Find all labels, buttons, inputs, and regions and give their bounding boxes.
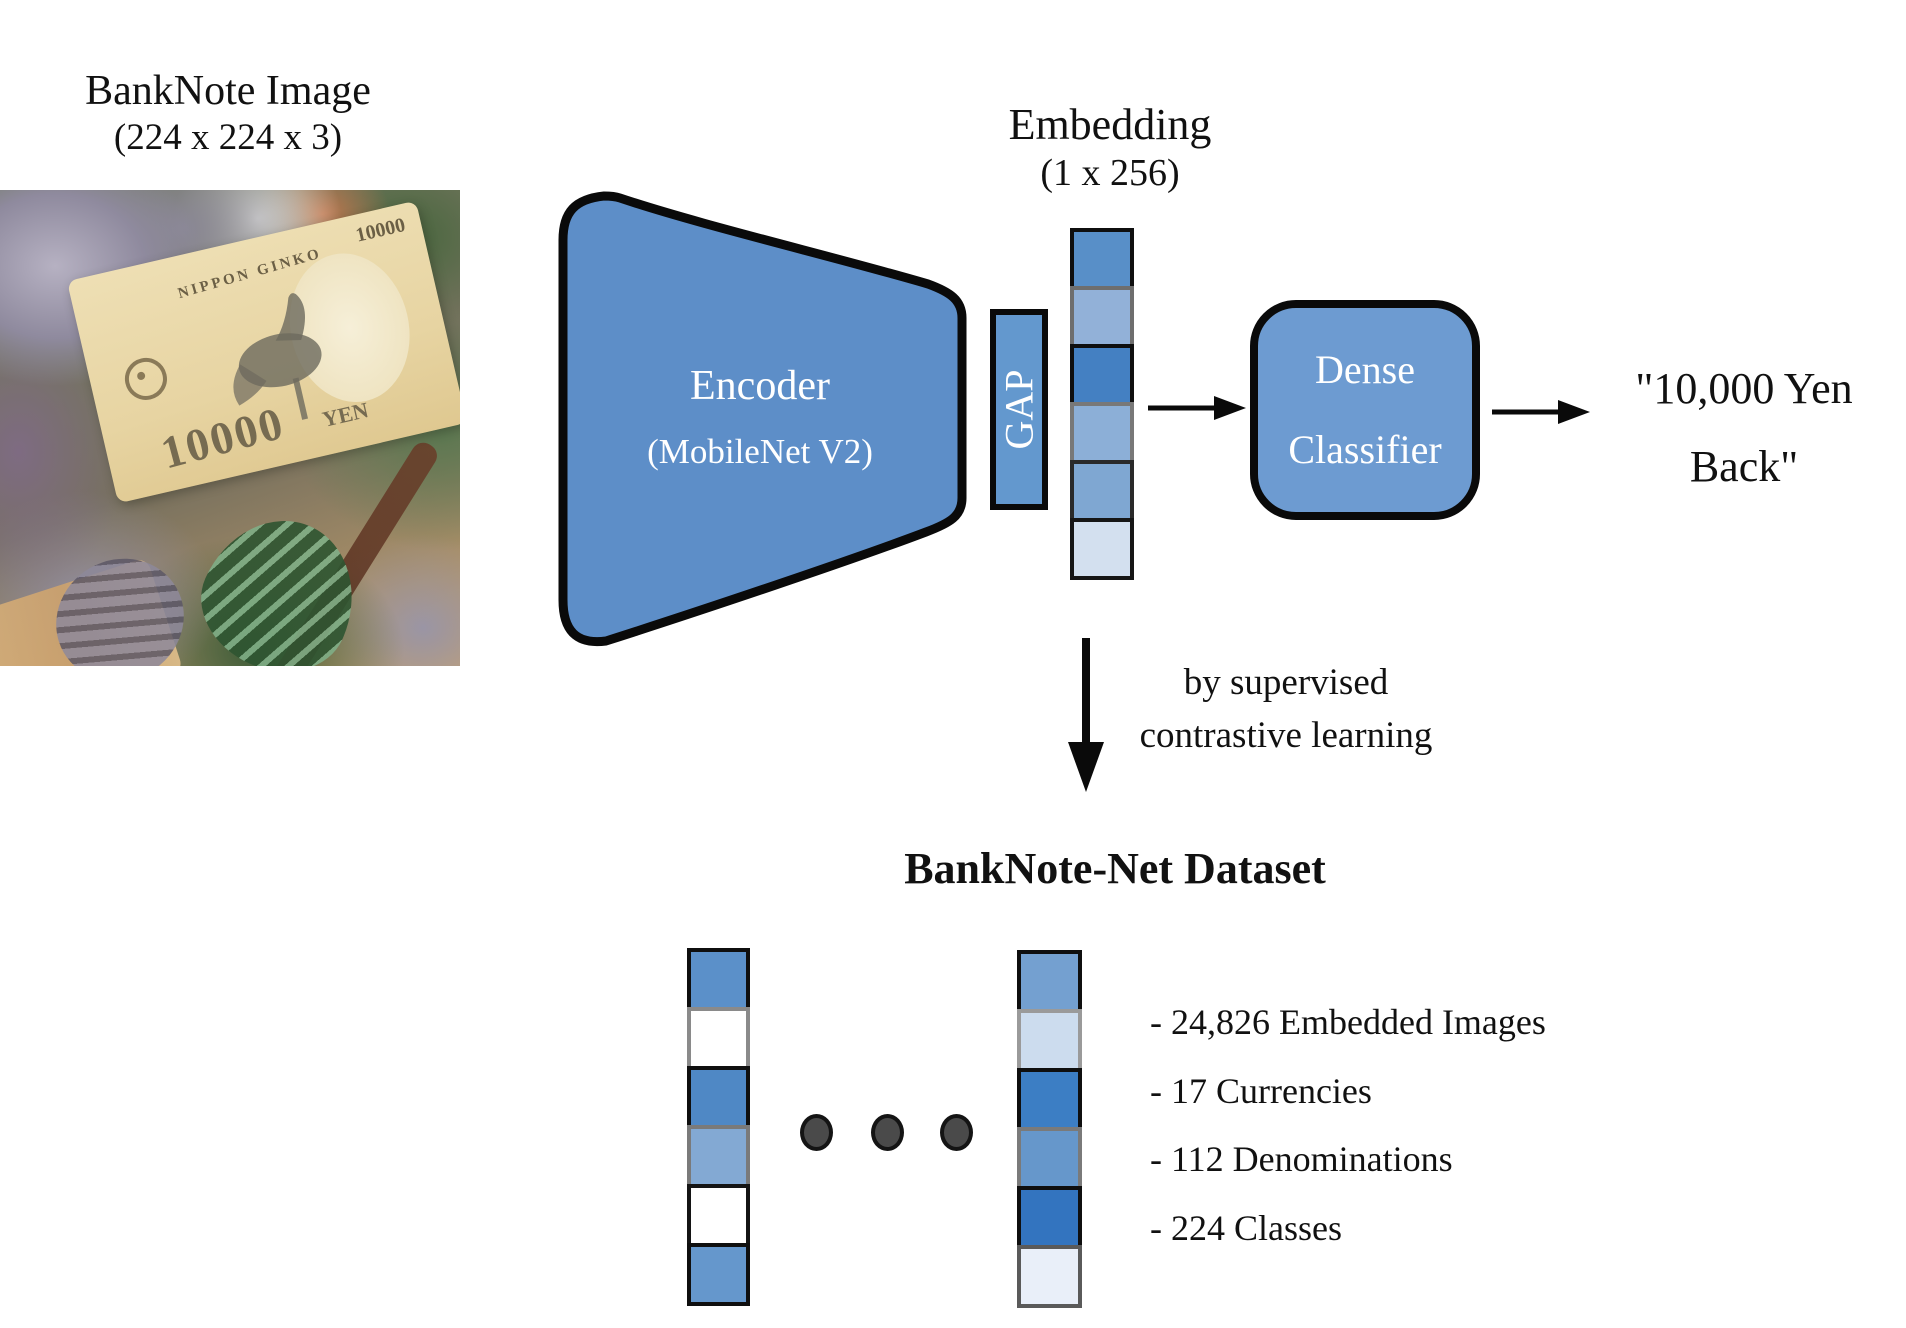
- dataset-title: BankNote-Net Dataset: [904, 844, 1326, 893]
- ellipsis-dot: [871, 1114, 904, 1151]
- vector-cell: [687, 1007, 750, 1070]
- vector-cell: [1017, 1186, 1082, 1249]
- classifier-line2: Classifier: [1288, 427, 1442, 472]
- embedding-label: Embedding (1 x 256): [960, 100, 1260, 196]
- dense-classifier-box: Dense Classifier: [1250, 300, 1480, 520]
- dataset-stat: - 112 Denominations: [1150, 1139, 1453, 1179]
- ellipsis-dot: [800, 1114, 833, 1151]
- encoder-subtitle: (MobileNet V2): [647, 432, 873, 471]
- vector-cell: [1070, 344, 1134, 406]
- dataset-vector-right: [1017, 950, 1082, 1308]
- vector-cell: [1070, 228, 1134, 290]
- vector-cell: [1017, 1127, 1082, 1190]
- ellipsis-dot: [940, 1114, 973, 1151]
- output-prediction: "10,000 Yen Back": [1582, 350, 1906, 506]
- input-title: BankNote Image: [85, 68, 371, 114]
- dataset-stats: - 24,826 Embedded Images - 17 Currencies -…: [1150, 988, 1710, 1262]
- dataset-stat: - 224 Classes: [1150, 1207, 1342, 1248]
- dataset-stat: - 24,826 Embedded Images: [1150, 1002, 1546, 1042]
- arrow-classifier-to-output: [1492, 400, 1590, 424]
- vector-cell: [687, 1243, 750, 1306]
- classifier-line1: Dense: [1315, 347, 1415, 392]
- gap-label: GAP: [996, 369, 1042, 450]
- vector-cell: [1070, 402, 1134, 464]
- input-label: BankNote Image (224 x 224 x 3): [28, 66, 428, 160]
- banknote: NIPPON GINKO 10000 10000 YEN: [66, 200, 460, 504]
- vector-cell: [687, 948, 750, 1011]
- crane-illustration: [233, 293, 322, 420]
- vector-cell: [687, 1125, 750, 1188]
- gap-box: GAP: [990, 309, 1048, 510]
- vector-cell: [1017, 1068, 1082, 1131]
- vector-cell: [1070, 286, 1134, 348]
- banknote-photo: NIPPON GINKO 10000 10000 YEN: [0, 190, 460, 666]
- training-note-line1: by supervised: [1183, 662, 1389, 703]
- arrow-embedding-to-classifier: [1148, 396, 1246, 420]
- input-dims: (224 x 224 x 3): [113, 117, 343, 158]
- vector-cell: [1070, 518, 1134, 580]
- output-line1: "10,000 Yen: [1635, 364, 1853, 413]
- training-note: by supervised contrastive learning: [1118, 656, 1454, 762]
- embedding-title: Embedding: [1008, 100, 1212, 149]
- training-note-line2: contrastive learning: [1139, 715, 1433, 756]
- embedding-vector: [1070, 228, 1134, 580]
- dataset-stat: - 17 Currencies: [1150, 1070, 1372, 1111]
- arrow-embedding-to-dataset: [1068, 638, 1104, 792]
- encoder-title: Encoder: [690, 363, 830, 409]
- vector-cell: [687, 1184, 750, 1247]
- embedding-dims: (1 x 256): [1040, 152, 1180, 194]
- vector-cell: [1017, 950, 1082, 1013]
- encoder-shape: [558, 191, 967, 647]
- vector-cell: [1017, 1245, 1082, 1308]
- dataset-vector-left: [687, 948, 750, 1306]
- vector-cell: [687, 1066, 750, 1129]
- vector-cell: [1070, 460, 1134, 522]
- vector-cell: [1017, 1009, 1082, 1072]
- output-line2: Back": [1689, 442, 1799, 491]
